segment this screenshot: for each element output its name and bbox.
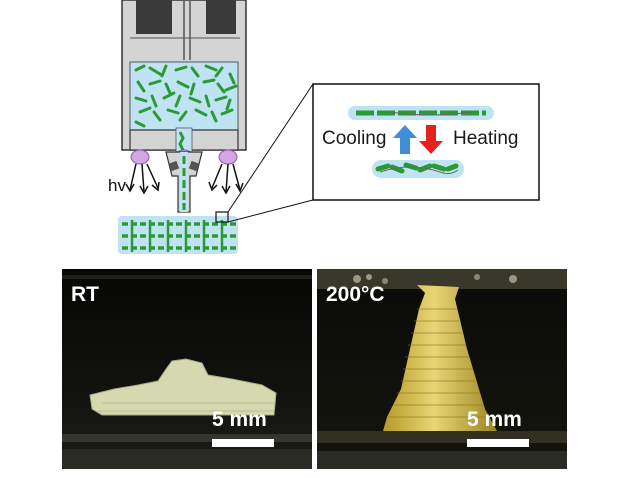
zoom-box	[215, 211, 229, 223]
zoom-line-top	[227, 83, 314, 213]
printed-object-200c	[383, 285, 497, 431]
housing-block-left	[136, 0, 172, 34]
reservoir-fibers	[134, 64, 238, 128]
light-arrows	[125, 163, 244, 195]
zoom-line-bottom	[227, 199, 314, 223]
scale-bar-rt	[212, 439, 274, 447]
photo-200c: 200°C 5 mm	[317, 269, 567, 469]
printed-object-rt	[89, 358, 277, 416]
scale-text-200c: 5 mm	[467, 408, 522, 431]
inset-panel	[312, 83, 540, 201]
lamp-right	[218, 149, 238, 165]
nozzle-tip	[165, 151, 203, 213]
cooling-arrow-icon	[393, 125, 417, 154]
scale-bar-200c	[467, 439, 529, 447]
housing-block-right	[206, 0, 236, 34]
nozzle-base	[129, 127, 239, 153]
printer-schematic: hv	[108, 0, 540, 254]
photo-room-temperature: RT 5 mm	[62, 269, 312, 469]
scale-text-rt: 5 mm	[212, 408, 267, 431]
ink-reservoir	[129, 61, 239, 131]
lamp-left	[130, 149, 150, 165]
heating-arrow-icon	[419, 125, 443, 154]
printed-lattice	[118, 216, 238, 254]
photo-200c-label: 200°C	[326, 283, 385, 306]
photo-rt-image	[62, 269, 312, 469]
photo-200c-image	[317, 269, 567, 469]
photo-rt-label: RT	[71, 283, 99, 306]
light-label: hv	[108, 176, 126, 195]
cooling-label: Cooling	[322, 128, 387, 149]
heating-label: Heating	[453, 128, 519, 149]
